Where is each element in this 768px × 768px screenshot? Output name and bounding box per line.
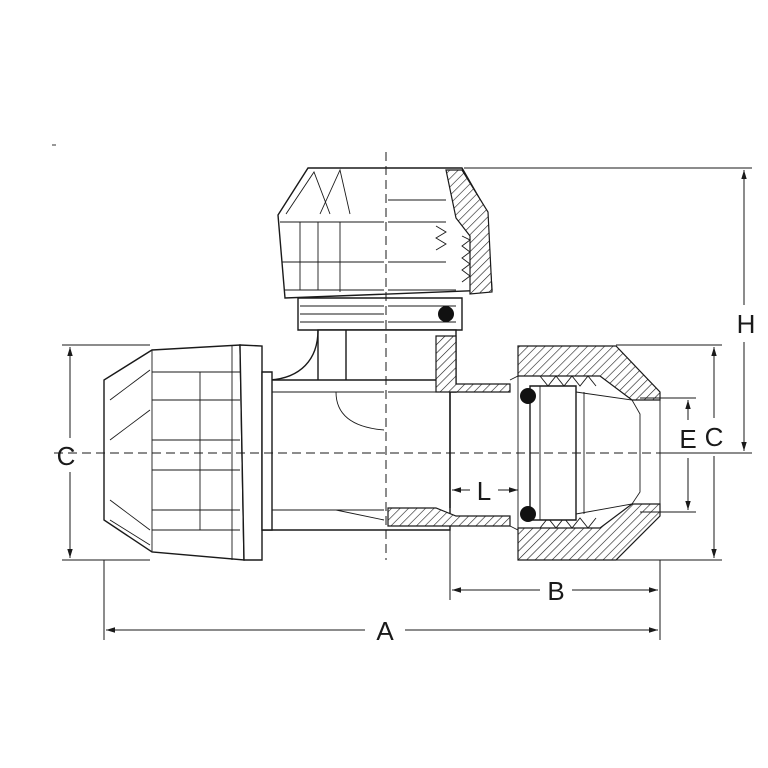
dimension-label-l: L [477,476,491,506]
dimension-label-h: H [737,309,756,339]
top-branch-compression-nut [277,167,493,331]
dimension-h: H [464,167,756,454]
dimension-label-b: B [547,576,564,606]
dimension-a: A [103,560,661,646]
right-o-ring-upper [520,388,536,404]
dimension-e: E [640,397,697,513]
dimension-b: B [449,528,658,606]
dimension-label-a: A [376,616,394,646]
dimension-c-left: C [57,344,150,561]
top-o-ring [438,306,454,322]
right-compression-nut-section [509,345,661,561]
tee-body [261,329,511,531]
dimension-l: L [452,476,518,506]
dimension-label-c-left: C [57,441,76,471]
dimension-label-c-right: C [705,422,724,452]
right-o-ring-lower [520,506,536,522]
dimension-c-right: C [616,344,724,561]
dimension-label-e: E [679,424,696,454]
